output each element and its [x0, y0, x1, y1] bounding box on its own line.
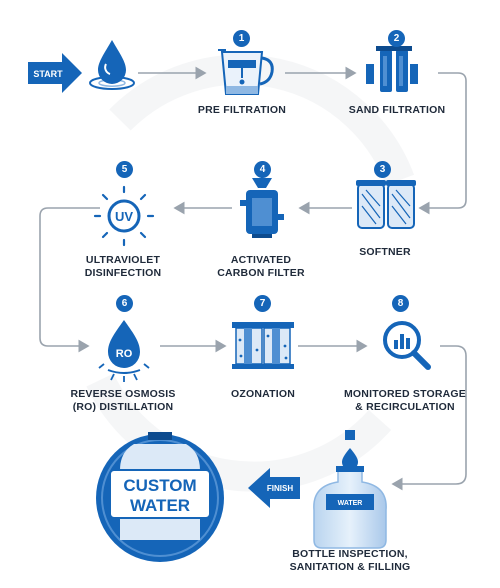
water-bottle-icon: WATER: [313, 430, 387, 549]
connector-2-to-3: [418, 72, 467, 215]
background-swirl: [86, 54, 415, 492]
step-label-5-line1: ULTRAVIOLET: [85, 254, 161, 266]
filter-cartridges-icon: [366, 46, 418, 92]
bottle-label: BOTTLE INSPECTION, SANITATION & FILLING: [275, 548, 425, 574]
step-number-6: 6: [116, 295, 133, 312]
step-number-2: 2: [388, 30, 405, 47]
step-number-8: 8: [392, 295, 409, 312]
step-label-2: SAND FILTRATION: [348, 104, 446, 116]
connector-5-to-6: [39, 207, 100, 353]
step-number-4: 4: [254, 161, 271, 178]
step-number-1: 1: [233, 30, 250, 47]
step-label-8: MONITORED STORAGE & RECIRCULATION: [335, 388, 475, 414]
connector-8-to-bottle: [391, 345, 467, 491]
water-jug-badge-icon: CUSTOM WATER: [96, 432, 224, 562]
step-label-4-line2: CARBON FILTER: [217, 267, 305, 279]
step-label-7: OZONATION: [230, 388, 295, 400]
ozonation-tank-icon: [232, 322, 294, 369]
step-label-4-line1: ACTIVATED: [230, 254, 292, 266]
finish-arrow: FINISH: [248, 468, 300, 508]
step-number-3: 3: [374, 161, 391, 178]
carbon-filter-housing-icon: [240, 170, 284, 238]
start-label: START: [33, 69, 63, 79]
badge-line2: WATER: [130, 496, 190, 515]
step-label-4: ACTIVATED CARBON FILTER: [206, 254, 316, 280]
step-label-1: PRE FILTRATION: [197, 104, 287, 116]
magnifier-chart-icon: [383, 321, 431, 370]
step-number-7: 7: [254, 295, 271, 312]
bottle-label-line2: SANITATION & FILLING: [289, 561, 411, 573]
step-label-6: REVERSE OSMOSIS (RO) DISTILLATION: [58, 388, 188, 414]
step-label-3: SOFTNER: [359, 246, 411, 258]
uv-sun-icon: UV: [93, 185, 155, 247]
finish-label: FINISH: [267, 484, 293, 493]
step-label-6-line1: REVERSE OSMOSIS: [70, 388, 176, 400]
softener-cartridges-icon: [356, 180, 416, 229]
bottle-label-line1: BOTTLE INSPECTION,: [292, 548, 408, 560]
water-drop-icon: [89, 40, 135, 90]
step-label-6-line2: (RO) DISTILLATION: [72, 401, 174, 413]
uv-icon-text: UV: [115, 209, 133, 224]
step-number-5: 5: [116, 161, 133, 178]
badge-line1: CUSTOM: [123, 476, 196, 495]
pitcher-filter-icon: [218, 49, 274, 95]
step-label-8-line2: & RECIRCULATION: [355, 401, 455, 413]
step-label-5-line2: DISINFECTION: [84, 267, 162, 279]
start-arrow: START: [28, 53, 82, 93]
step-label-8-line1: MONITORED STORAGE: [343, 388, 467, 400]
ro-drop-icon: RO: [98, 320, 150, 382]
flow-connectors: [39, 66, 467, 491]
step-label-5: ULTRAVIOLET DISINFECTION: [68, 254, 178, 280]
bottle-text: WATER: [338, 500, 363, 507]
ro-icon-text: RO: [116, 348, 133, 360]
